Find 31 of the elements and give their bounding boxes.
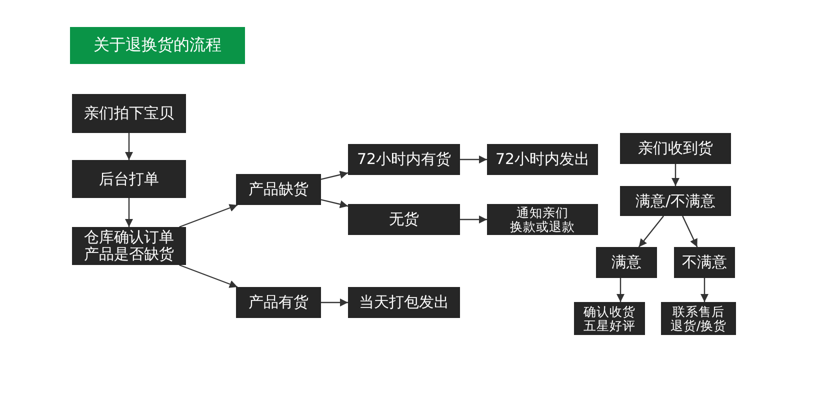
arrow (460, 156, 487, 164)
process-box: 无货 (348, 204, 460, 235)
title-banner: 关于退换货的流程 (70, 27, 245, 64)
process-box: 亲们拍下宝贝 (72, 94, 186, 133)
process-box: 72小时内有货 (348, 144, 460, 175)
arrow (682, 216, 698, 248)
process-box: 满意/不满意 (620, 186, 731, 216)
process-box: 亲们收到货 (620, 133, 731, 164)
process-box: 后台打单 (72, 160, 186, 198)
arrow (616, 278, 624, 302)
arrow (320, 170, 348, 180)
arrow (321, 298, 348, 306)
process-box: 72小时内发出 (487, 144, 598, 175)
process-box: 联系售后退货/换货 (661, 302, 736, 335)
process-box: 产品有货 (236, 287, 321, 318)
process-box: 通知亲们换款或退款 (487, 204, 598, 235)
process-box: 仓库确认订单产品是否缺货 (72, 227, 186, 265)
arrow (700, 278, 708, 302)
process-box: 不满意 (674, 247, 735, 278)
arrow (672, 164, 680, 186)
process-box: 产品缺货 (236, 174, 321, 205)
process-box: 满意 (596, 247, 657, 278)
arrow (320, 199, 348, 208)
arrow (125, 198, 133, 227)
arrow (460, 216, 487, 224)
arrow (179, 264, 238, 288)
arrow (638, 216, 664, 248)
arrow (125, 133, 133, 160)
process-box: 当天打包发出 (348, 287, 460, 318)
process-box: 确认收货五星好评 (574, 302, 645, 335)
arrow (179, 204, 238, 228)
